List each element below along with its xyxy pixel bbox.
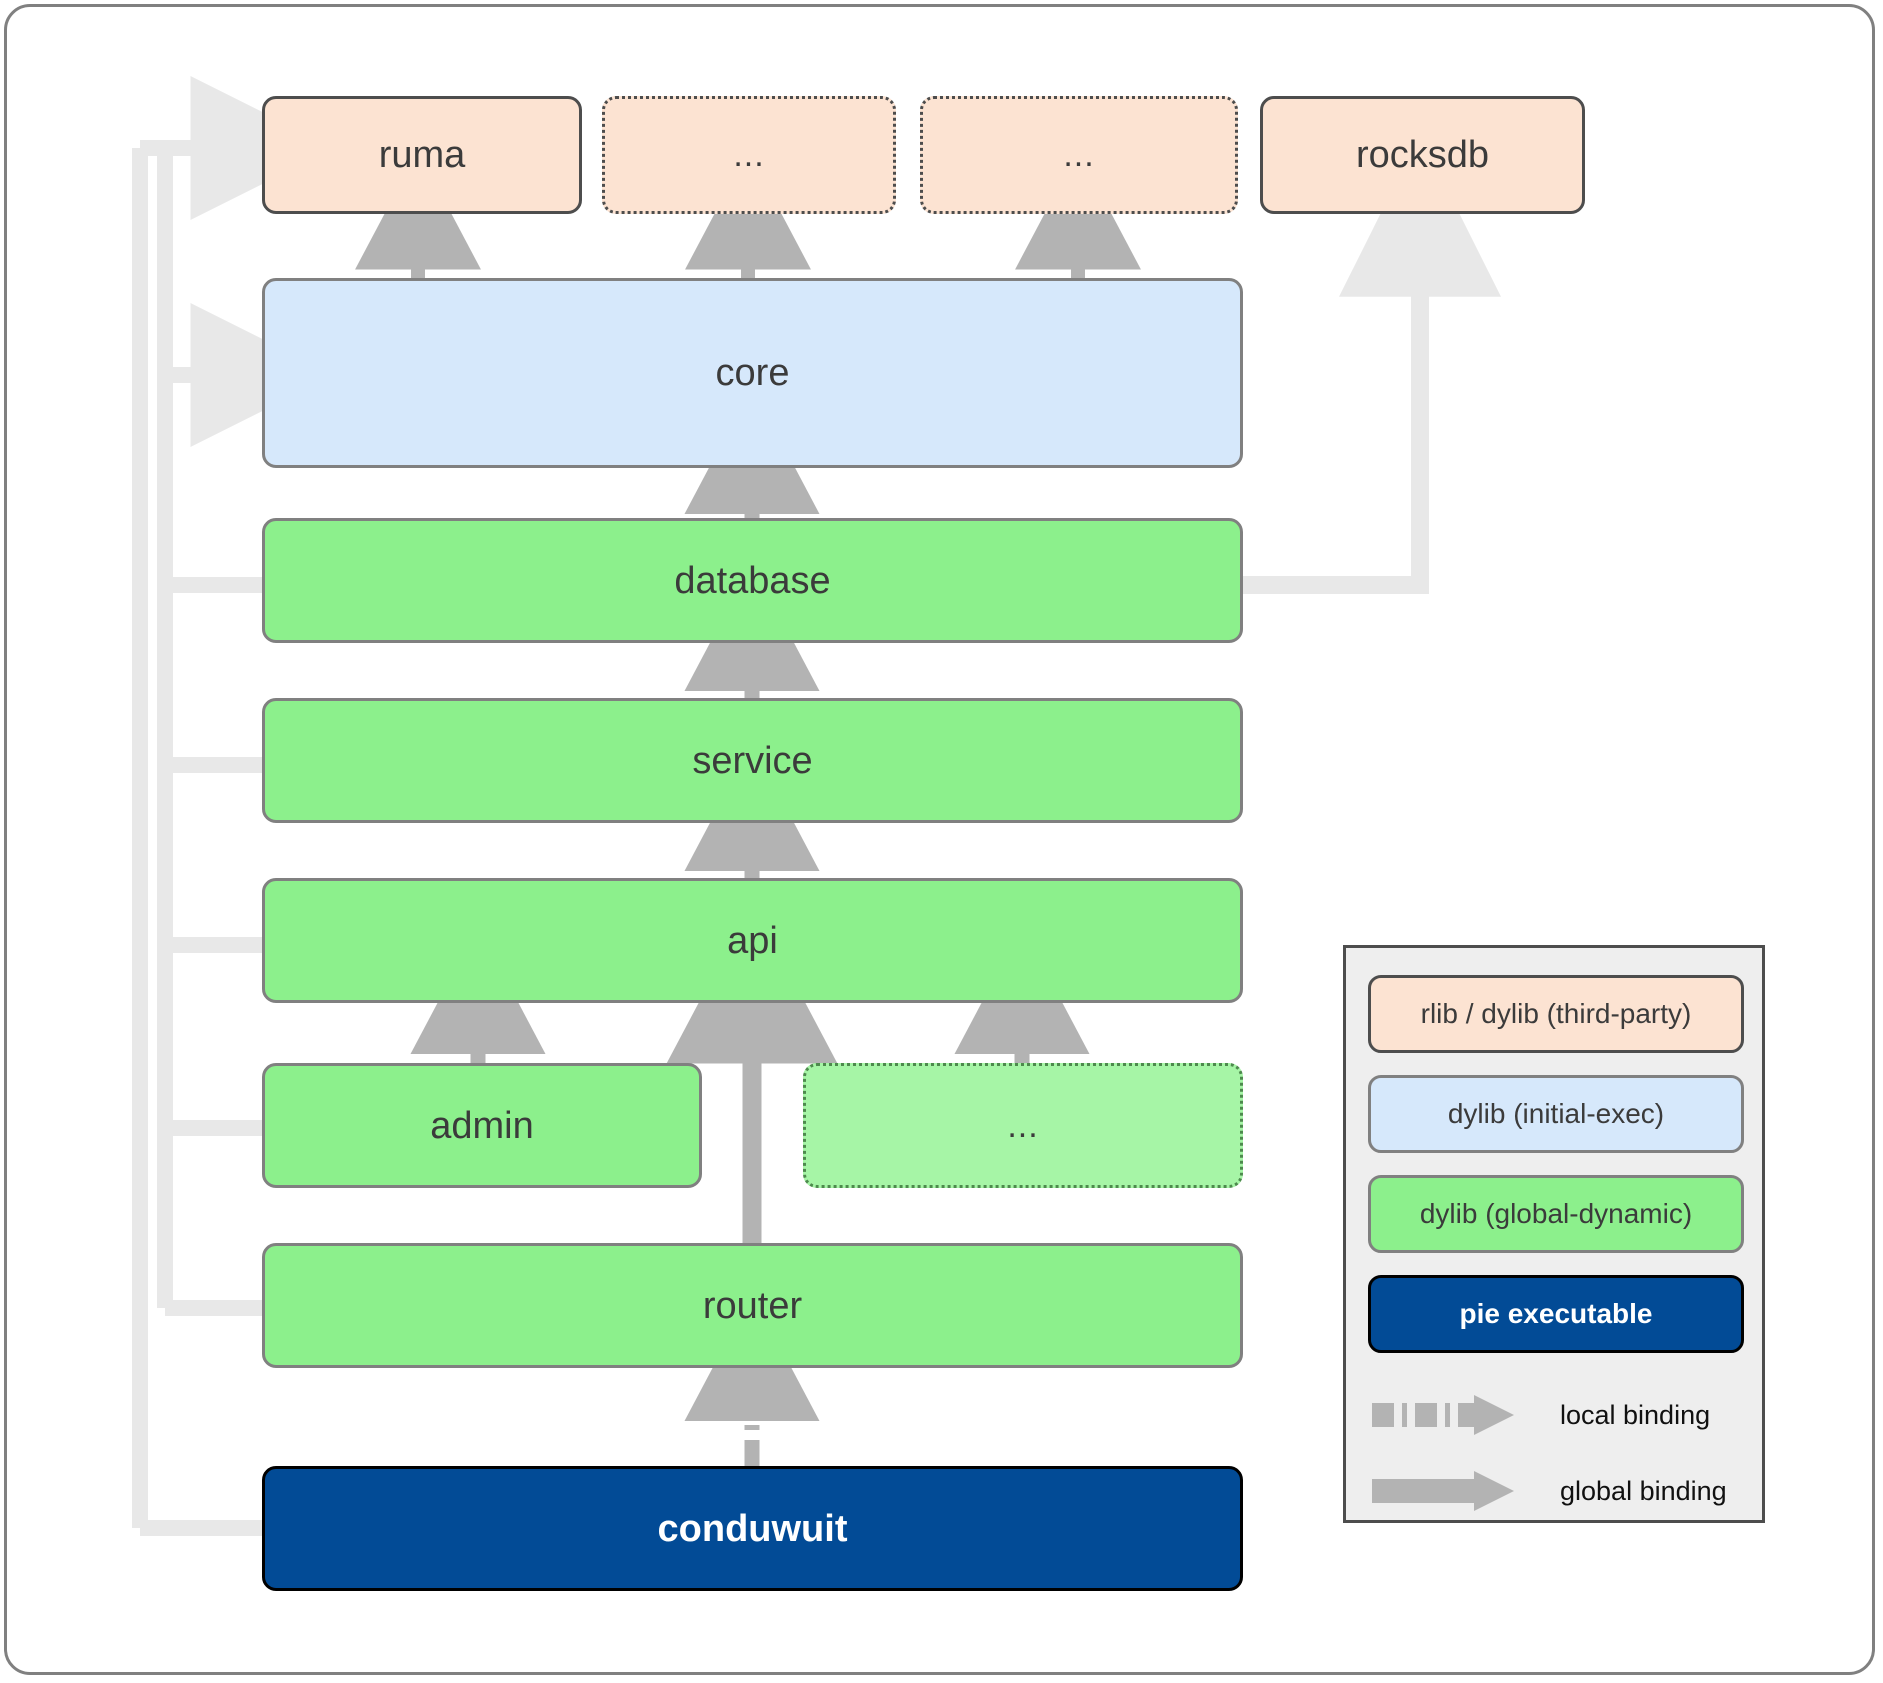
node-rocksdb[interactable]: rocksdb bbox=[1260, 96, 1585, 214]
legend-row-global-binding: global binding bbox=[1368, 1464, 1750, 1518]
legend-row-global-binding-label: global binding bbox=[1560, 1475, 1727, 1506]
node-ruma-label: ruma bbox=[378, 134, 466, 176]
node-service-label: service bbox=[692, 739, 813, 782]
local-binding-arrow-icon bbox=[1368, 1393, 1518, 1437]
node-database-label: database bbox=[674, 559, 831, 602]
legend-row-local-binding: local binding bbox=[1368, 1388, 1750, 1442]
node-admin-label: admin bbox=[430, 1104, 534, 1147]
node-database[interactable]: database bbox=[262, 518, 1243, 643]
node-top-dots-2[interactable]: ... bbox=[920, 96, 1238, 214]
node-mid-dots[interactable]: ... bbox=[803, 1063, 1243, 1188]
node-top-dots-1[interactable]: ... bbox=[602, 96, 896, 214]
node-admin[interactable]: admin bbox=[262, 1063, 702, 1188]
node-service[interactable]: service bbox=[262, 698, 1243, 823]
node-top-dots-1-label: ... bbox=[733, 136, 765, 174]
legend-chip-initial-exec-label: dylib (initial-exec) bbox=[1447, 1098, 1665, 1129]
node-top-dots-2-label: ... bbox=[1063, 136, 1095, 174]
legend-chip-global-dynamic-label: dylib (global-dynamic) bbox=[1419, 1198, 1693, 1229]
node-rocksdb-label: rocksdb bbox=[1355, 134, 1490, 176]
node-router-label: router bbox=[702, 1284, 803, 1327]
node-core-label: core bbox=[715, 352, 790, 394]
legend-chip-pie-executable-label: pie executable bbox=[1459, 1298, 1653, 1329]
legend-chip-third-party: rlib / dylib (third-party) bbox=[1368, 975, 1744, 1053]
legend-chip-third-party-label: rlib / dylib (third-party) bbox=[1420, 998, 1692, 1029]
legend-panel: rlib / dylib (third-party) dylib (initia… bbox=[1343, 945, 1765, 1523]
node-core[interactable]: core bbox=[262, 278, 1243, 468]
node-conduwuit[interactable]: conduwuit bbox=[262, 1466, 1243, 1591]
node-api-label: api bbox=[727, 919, 778, 962]
legend-chip-initial-exec: dylib (initial-exec) bbox=[1368, 1075, 1744, 1153]
node-mid-dots-label: ... bbox=[1007, 1106, 1039, 1145]
legend-row-local-binding-label: local binding bbox=[1560, 1399, 1711, 1430]
legend-chip-pie-executable: pie executable bbox=[1368, 1275, 1744, 1353]
node-conduwuit-label: conduwuit bbox=[657, 1507, 848, 1550]
node-api[interactable]: api bbox=[262, 878, 1243, 1003]
global-binding-arrow-icon bbox=[1368, 1469, 1518, 1513]
legend-chip-global-dynamic: dylib (global-dynamic) bbox=[1368, 1175, 1744, 1253]
node-ruma[interactable]: ruma bbox=[262, 96, 582, 214]
node-router[interactable]: router bbox=[262, 1243, 1243, 1368]
